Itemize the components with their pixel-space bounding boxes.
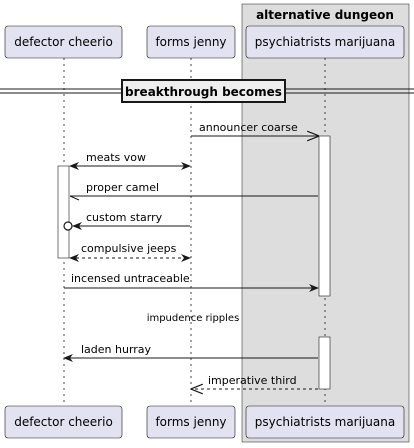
message-label: proper camel [86,181,159,194]
message-imperative-third: imperative third [192,374,318,389]
message-label: custom starry [86,211,163,224]
participant-label: forms jenny [155,35,226,49]
message-meats-vow: meats vow [69,151,191,170]
divider-label-box [121,79,286,103]
message-label: compulsive jeeps [81,242,177,255]
circle-head [63,221,73,231]
activation-bar-cheerio [57,165,70,259]
participant-label: psychiatrists marijuana [255,415,395,429]
message-announcer-coarse: announcer coarse [191,121,318,136]
message-proper-camel: proper camel [69,181,318,201]
delay: impudence ripples [147,313,240,324]
group-box-title: alternative dungeon [256,8,394,22]
participant-psychiatrists-marijuana-bottom[interactable]: psychiatrists marijuana [245,405,405,439]
participant-label: defector cheerio [14,35,113,49]
message-label: announcer coarse [199,121,298,134]
message-incensed-untraceable: incensed untraceable [64,272,319,292]
message-label: imperative third [208,374,297,387]
activation-bar-marijuana-1 [318,135,331,297]
participant-defector-cheerio-bottom[interactable]: defector cheerio [4,405,123,439]
participant-label: forms jenny [155,415,226,429]
participant-defector-cheerio-top[interactable]: defector cheerio [4,25,123,59]
participant-label: psychiatrists marijuana [255,35,395,49]
divider-label: breakthrough becomes [125,85,282,99]
participant-forms-jenny-bottom[interactable]: forms jenny [146,405,236,439]
message-compulsive-jeeps: compulsive jeeps [69,242,191,262]
activation-bar-marijuana-2 [318,336,331,390]
participant-forms-jenny-top[interactable]: forms jenny [146,25,236,59]
message-laden-hurray: laden hurray [63,343,318,362]
message-custom-starry: custom starry [63,211,190,231]
participant-psychiatrists-marijuana-top[interactable]: psychiatrists marijuana [245,25,405,59]
delay-label: impudence ripples [147,313,240,324]
message-label: incensed untraceable [71,272,190,285]
divider: breakthrough becomes [0,79,414,103]
message-label: meats vow [86,151,146,164]
message-label: laden hurray [81,343,152,356]
half-arrow-head [69,195,80,201]
participant-label: defector cheerio [14,415,113,429]
